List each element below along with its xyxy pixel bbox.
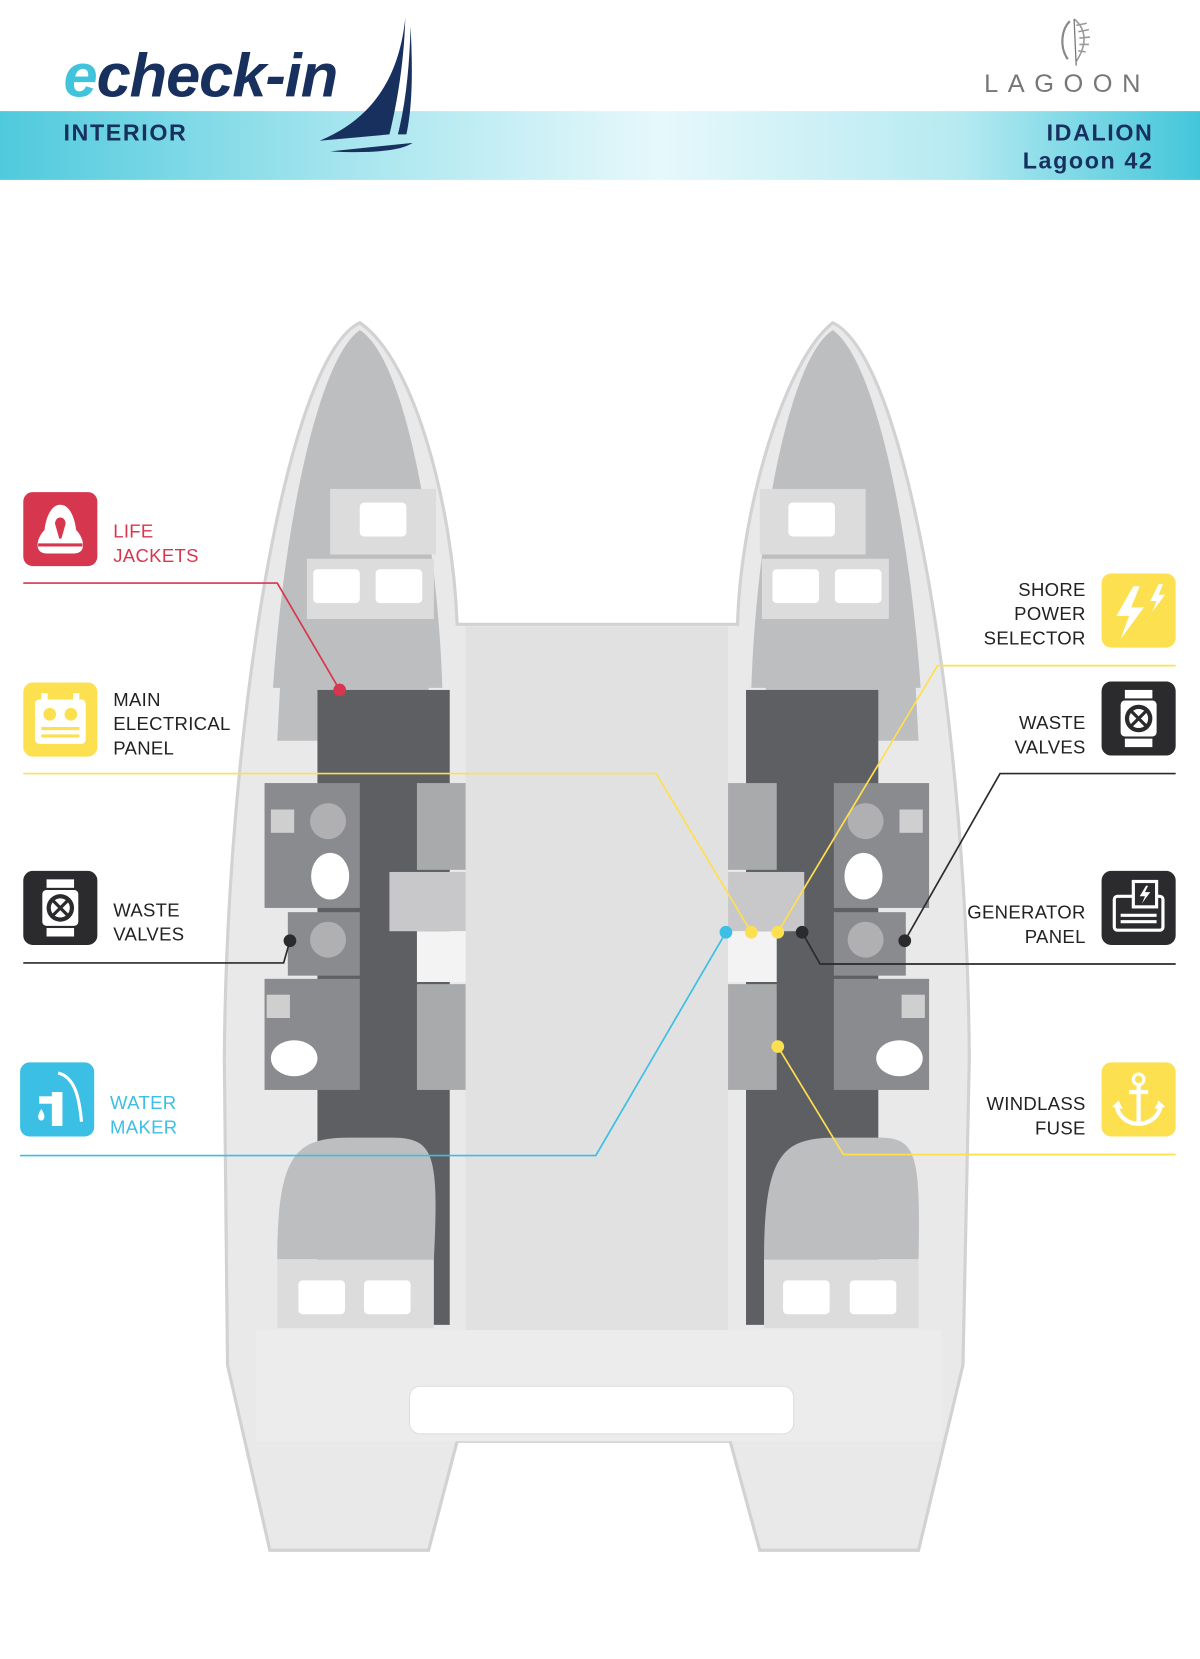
sailboat-icon (319, 17, 413, 153)
aft-cockpit (256, 1330, 942, 1442)
leader-generator-panel (801, 931, 1176, 965)
lagoon-brand-logo: LAGOON (984, 69, 1150, 99)
marker-shore-power[interactable] (771, 925, 785, 939)
valve-icon (23, 870, 98, 945)
leader-waste-valves-left (23, 940, 291, 964)
leader-life-jackets (23, 582, 341, 691)
marker-waste-valves-right[interactable] (898, 934, 912, 948)
marker-life-jackets[interactable] (333, 683, 347, 697)
marker-windlass-fuse[interactable] (771, 1040, 785, 1053)
leader-windlass-fuse (777, 1046, 1176, 1156)
lagoon-palm-icon (1061, 18, 1091, 66)
leader-main-electrical-panel (23, 772, 753, 933)
leader-water-maker (20, 931, 727, 1157)
boat-name: IDALION (1046, 119, 1154, 147)
life-jacket-icon (23, 492, 98, 567)
marker-water-maker[interactable] (719, 925, 733, 939)
bathrooms (264, 783, 930, 1090)
leader-shore-power (777, 664, 1176, 933)
leader-waste-valves-right (904, 772, 1176, 942)
marker-generator-panel[interactable] (795, 925, 809, 939)
marker-waste-valves-left[interactable] (283, 934, 297, 948)
section-title: INTERIOR (63, 119, 188, 147)
wardrobes-and-stairs (389, 783, 805, 1090)
generator-icon (1101, 870, 1176, 945)
header-band (0, 111, 1200, 180)
marker-main-electrical-panel[interactable] (744, 925, 758, 939)
echeck-in-logo: echeck-in (63, 41, 338, 111)
saloon-deck (465, 626, 729, 1331)
boat-model: Lagoon 42 (1022, 147, 1154, 174)
water-pump-icon (20, 1062, 95, 1137)
lightning-icon (1101, 573, 1176, 648)
aft-cabins (277, 1137, 919, 1329)
electrical-panel-icon (23, 682, 98, 757)
anchor-icon (1101, 1062, 1176, 1137)
valve-icon (1101, 681, 1176, 756)
